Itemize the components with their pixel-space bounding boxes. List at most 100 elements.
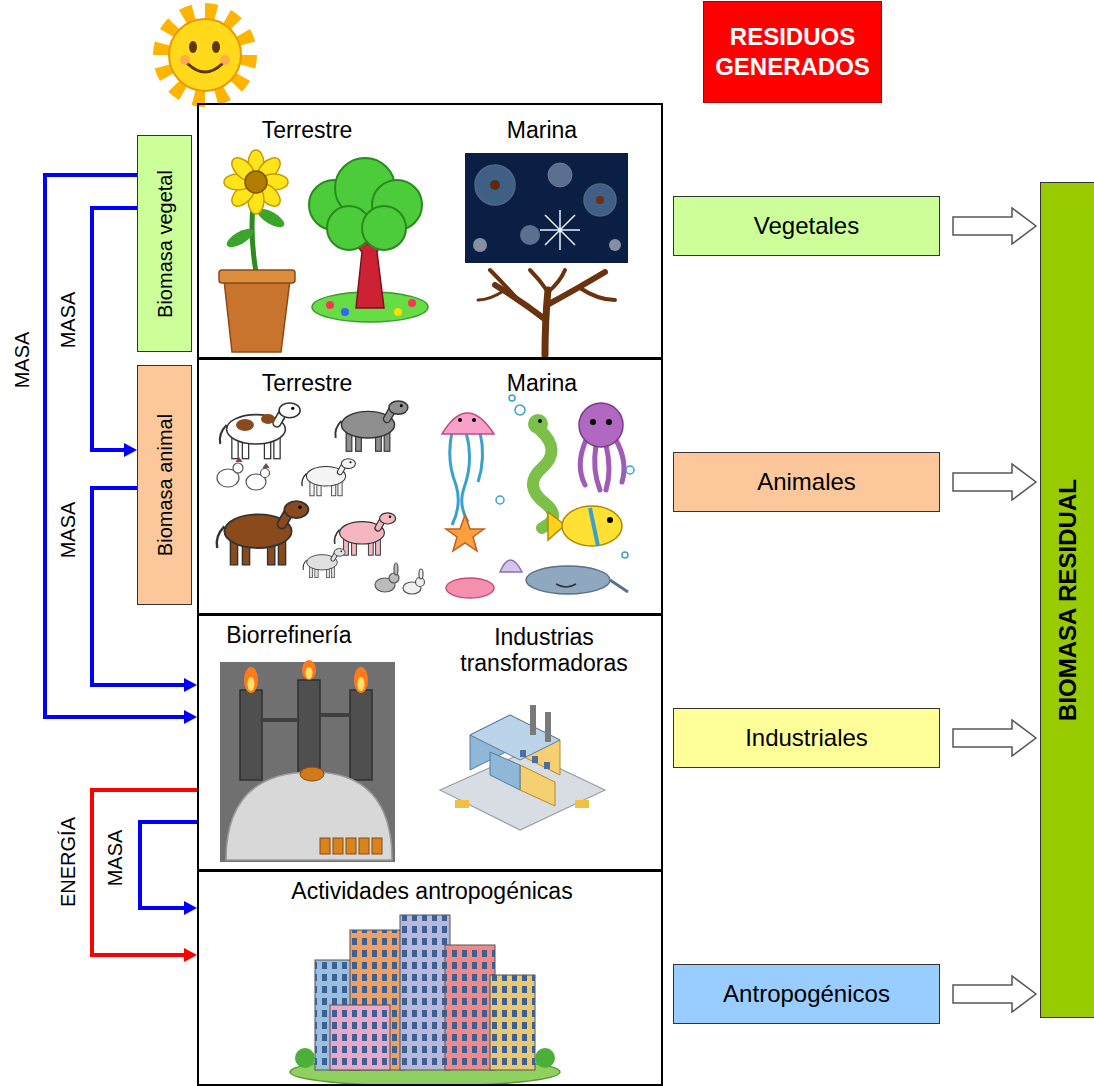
- sea-creatures: [526, 566, 610, 594]
- factory-picture: [490, 752, 520, 790]
- plankton-photo: [609, 239, 621, 251]
- factory-picture: [575, 800, 589, 808]
- section-heading: Marina: [507, 117, 577, 143]
- biorefinery-picture: [220, 662, 395, 862]
- flow-connector: [92, 790, 197, 962]
- tree: [309, 158, 422, 250]
- sea-creatures: [450, 432, 459, 525]
- section-box: TerrestreMarina: [197, 358, 663, 615]
- sea-creatures: [515, 405, 525, 415]
- category-tab: Biomasa vegetal: [137, 135, 192, 352]
- city-picture: [490, 975, 535, 1070]
- plankton-photo: [520, 225, 540, 245]
- sea-creatures: [626, 466, 634, 474]
- section-heading: Terrestre: [262, 370, 353, 396]
- plankton-photo: [584, 184, 616, 216]
- biorefinery-picture: [240, 690, 262, 780]
- seaweed: [548, 270, 565, 292]
- sea-creatures: [458, 418, 462, 422]
- sea-creatures: [472, 418, 476, 422]
- section-heading: Biorrefinería: [226, 622, 351, 648]
- tree: [326, 301, 334, 309]
- hollow-arrow: [953, 720, 1036, 756]
- connector-line: [92, 790, 197, 955]
- seaweed: [478, 270, 615, 355]
- section-box: BiorrefineríaIndustrias transformadoras: [197, 614, 663, 871]
- sea-creatures: [607, 517, 613, 523]
- biorefinery-picture: [298, 680, 320, 780]
- city-picture: [330, 1005, 390, 1070]
- flow-connector: [140, 822, 197, 915]
- farm-animals: [261, 469, 270, 478]
- biorefinery-picture: [350, 690, 372, 780]
- sea-creatures: [616, 440, 624, 482]
- factory-picture: [455, 800, 469, 808]
- city-picture: [400, 915, 450, 1070]
- factory-picture: [532, 756, 538, 763]
- flower-pot: [224, 225, 256, 250]
- sea-creatures: [606, 419, 612, 425]
- edge-label: MASA: [57, 290, 80, 351]
- biorefinery-picture: [220, 660, 395, 862]
- node-label: RESIDUOS GENERADOS: [710, 22, 875, 82]
- farm-animals: [302, 459, 355, 496]
- edge-label: MASA: [104, 828, 127, 889]
- plankton-photo: [490, 180, 500, 190]
- city-picture: [490, 975, 535, 1070]
- residue-box: Animales: [673, 452, 940, 512]
- plankton-photo: [540, 210, 580, 250]
- factory-picture: [520, 750, 526, 757]
- plankton-photo: [596, 196, 604, 204]
- farm-animals: [419, 569, 423, 579]
- section-heading: Actividades antropogénicas: [291, 878, 572, 904]
- factory-picture: [530, 705, 536, 735]
- hollow-arrow: [953, 464, 1036, 500]
- sun-icon: [189, 41, 197, 53]
- seaweed: [580, 288, 615, 300]
- block-arrow: [953, 464, 1036, 500]
- sea-creatures: [500, 560, 522, 572]
- sea-creatures: [590, 508, 598, 546]
- sun-icon: [161, 11, 249, 99]
- sea-creatures: [556, 584, 576, 587]
- sea-creatures: [622, 552, 628, 558]
- arrow-head: [184, 901, 197, 915]
- sea-creatures: [446, 515, 484, 551]
- farm-animals: [217, 458, 425, 594]
- node-label: Antropogénicos: [723, 980, 890, 1008]
- city-picture: [290, 915, 560, 1086]
- farm-animals: [394, 563, 398, 575]
- sea-creatures: [579, 403, 623, 447]
- farm-animals: [335, 401, 408, 451]
- sea-creatures: [528, 414, 548, 434]
- flower-pot: [224, 150, 288, 214]
- sea-creatures: [462, 432, 470, 522]
- seaweed: [547, 272, 605, 305]
- sun-icon: [220, 55, 230, 65]
- block-arrow: [953, 208, 1036, 244]
- factory-picture: [545, 712, 551, 742]
- arrow-head: [124, 443, 137, 457]
- biorefinery-picture: [302, 660, 316, 680]
- farm-animals: [261, 414, 275, 424]
- sea-creatures: [496, 496, 504, 504]
- farm-animals: [236, 458, 242, 462]
- city-picture: [330, 1005, 390, 1070]
- node-label: Biomasa animal: [153, 414, 176, 556]
- sea-creatures: [446, 578, 494, 598]
- sea-creatures: [606, 445, 609, 490]
- city-picture: [295, 1048, 315, 1068]
- residue-box: Antropogénicos: [673, 964, 940, 1024]
- sun-icon: [161, 11, 249, 99]
- biorefinery-picture: [372, 838, 382, 854]
- plankton-photo: [540, 210, 580, 250]
- sun-icon: [169, 19, 241, 91]
- node-label: Animales: [757, 468, 856, 496]
- category-tab: Biomasa animal: [137, 365, 192, 605]
- city-picture: [400, 915, 450, 1070]
- biorefinery-picture: [306, 667, 313, 679]
- biorefinery-picture: [333, 838, 343, 854]
- farm-animals: [334, 513, 395, 555]
- farm-animals: [263, 464, 269, 468]
- factory-picture: [544, 762, 550, 769]
